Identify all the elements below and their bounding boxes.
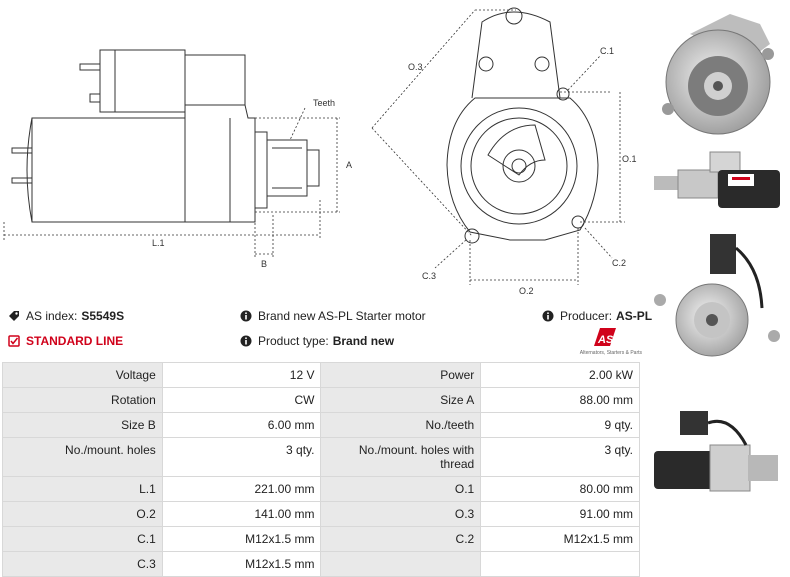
spec-key [320, 551, 482, 577]
spec-value: M12x1.5 mm [480, 526, 640, 552]
table-row: Voltage 12 V Power 2.00 kW [2, 362, 640, 388]
dimension-o1-label: O.1 [622, 154, 637, 164]
table-row: No./mount. holes 3 qty. No./mount. holes… [2, 437, 640, 477]
product-description: Brand new AS-PL Starter motor [258, 309, 426, 323]
spec-value: M12x1.5 mm [161, 526, 322, 552]
product-photo-front[interactable] [650, 4, 786, 144]
dimension-l1-label: L.1 [152, 238, 165, 248]
producer-label: Producer: [560, 309, 613, 323]
spec-value: 12 V [161, 362, 322, 388]
standard-line-row: STANDARD LINE [8, 334, 123, 348]
front-view-dimensions [371, 9, 625, 285]
spec-key: Size B [2, 412, 163, 438]
table-row: Rotation CW Size A 88.00 mm [2, 387, 640, 413]
spec-key: C.2 [320, 526, 482, 552]
spec-key: C.1 [2, 526, 163, 552]
as-index-label: AS index: [26, 309, 78, 323]
side-view-drawing [11, 49, 320, 223]
table-row: Size B 6.00 mm No./teeth 9 qty. [2, 412, 640, 438]
technical-drawing: Teeth A L.1 B O.3 C.1 O.1 C.2 C [3, 7, 637, 296]
info-icon [542, 310, 554, 322]
product-photo-side-alt[interactable] [650, 405, 786, 505]
as-index-value: S5549S [81, 309, 125, 323]
dimension-o3-label: O.3 [408, 62, 423, 72]
dimension-b-label: B [261, 259, 267, 269]
spec-value: 9 qty. [480, 412, 640, 438]
spec-value: 221.00 mm [161, 476, 322, 502]
front-view-drawing [446, 7, 599, 244]
as-index-row: AS index: S5549S [8, 309, 124, 323]
product-type-row: Product type: Brand new [240, 334, 394, 348]
spec-value: 141.00 mm [161, 501, 322, 527]
product-photo-front-alt[interactable] [650, 228, 786, 358]
spec-value: 3 qty. [161, 437, 322, 477]
table-row: L.1 221.00 mm O.1 80.00 mm [2, 476, 640, 502]
dimension-c3-label: C.3 [422, 271, 436, 281]
dimension-c1-label: C.1 [600, 46, 614, 56]
table-row: C.3 M12x1.5 mm [2, 551, 640, 577]
spec-value: M12x1.5 mm [161, 551, 322, 577]
spec-value: 88.00 mm [480, 387, 640, 413]
spec-key: No./mount. holes with thread [320, 437, 482, 477]
spec-key: O.1 [320, 476, 482, 502]
spec-key: O.3 [320, 501, 482, 527]
spec-value: 91.00 mm [480, 501, 640, 527]
logo-mark: AS [597, 334, 614, 346]
spec-key: Rotation [2, 387, 163, 413]
producer-value: AS-PL [616, 309, 653, 323]
info-icon [240, 335, 252, 347]
info-icon [240, 310, 252, 322]
product-type-label: Product type: [258, 334, 329, 348]
as-pl-logo: AS Alternators, Starters & Parts [580, 328, 643, 356]
product-type-value: Brand new [332, 334, 395, 348]
tag-icon [9, 311, 19, 321]
side-view-dimensions [3, 107, 340, 258]
spec-key: No./mount. holes [2, 437, 163, 477]
table-row: O.2 141.00 mm O.3 91.00 mm [2, 501, 640, 527]
spec-key: No./teeth [320, 412, 482, 438]
spec-key: Power [320, 362, 482, 388]
dimension-a-label: A [346, 160, 352, 170]
table-row: C.1 M12x1.5 mm C.2 M12x1.5 mm [2, 526, 640, 552]
producer-row: Producer: AS-PL [542, 309, 652, 323]
spec-key: C.3 [2, 551, 163, 577]
specifications-table: Voltage 12 V Power 2.00 kW Rotation CW S… [2, 362, 640, 577]
description-row: Brand new AS-PL Starter motor [240, 309, 426, 323]
spec-key: Voltage [2, 362, 163, 388]
spec-key: O.2 [2, 501, 163, 527]
dimension-c2-label: C.2 [612, 258, 626, 268]
spec-key: L.1 [2, 476, 163, 502]
logo-tagline: Alternators, Starters & Parts [580, 350, 643, 356]
spec-value: CW [161, 387, 322, 413]
spec-key: Size A [320, 387, 482, 413]
product-photo-side[interactable] [650, 142, 786, 222]
standard-line-label: STANDARD LINE [26, 334, 124, 348]
spec-value: 80.00 mm [480, 476, 640, 502]
spec-value: 3 qty. [480, 437, 640, 477]
spec-value: 6.00 mm [161, 412, 322, 438]
dimension-o2-label: O.2 [519, 286, 534, 296]
teeth-label: Teeth [313, 98, 335, 108]
checkbox-checked-icon [8, 335, 20, 347]
spec-value [480, 551, 640, 577]
spec-value: 2.00 kW [480, 362, 640, 388]
